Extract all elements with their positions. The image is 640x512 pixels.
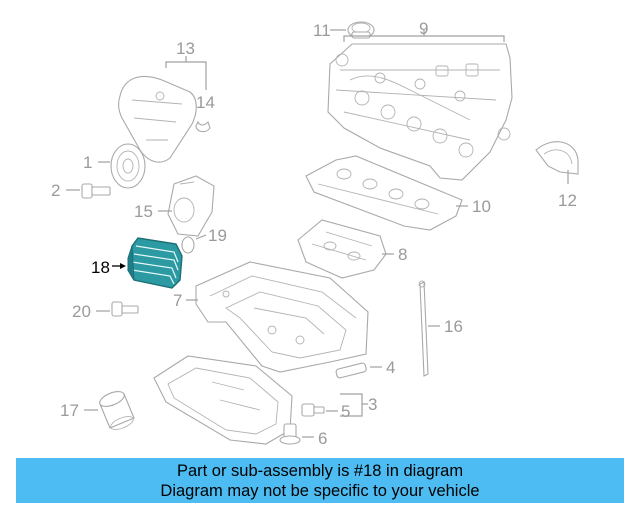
part-20-bolt[interactable]: [111, 301, 139, 317]
callout-18-highlighted: 18: [91, 258, 110, 277]
part-6-level-sensor[interactable]: [279, 423, 301, 445]
callout-5: 5: [341, 402, 350, 421]
callout-17: 17: [60, 401, 79, 420]
callout-2: 2: [51, 181, 60, 200]
part-15-crank-seal[interactable]: [167, 175, 215, 237]
banner-line-disclaimer: Diagram may not be specific to your vehi…: [160, 481, 480, 500]
callout-9: 9: [419, 19, 428, 38]
part-2-pulley-bolt[interactable]: [81, 183, 111, 199]
part-9-cylinder-head-cover[interactable]: [327, 43, 513, 181]
info-banner: Part or sub-assembly is #18 in diagram D…: [16, 458, 624, 503]
part-1-crank-pulley[interactable]: [110, 143, 146, 189]
callout-10: 10: [472, 197, 491, 216]
part-16-dipstick[interactable]: [418, 280, 429, 377]
callout-19: 19: [208, 226, 227, 245]
callout-13: 13: [176, 39, 195, 58]
part-8-baffle[interactable]: [297, 219, 387, 279]
callout-6: 6: [318, 429, 327, 448]
callout-4: 4: [386, 358, 395, 377]
part-4-sensor[interactable]: [335, 362, 367, 379]
callout-11: 11: [313, 21, 331, 40]
callout-12: 12: [558, 191, 577, 210]
part-10-cover-gasket[interactable]: [305, 155, 463, 231]
part-7-upper-oil-pan[interactable]: [195, 261, 369, 373]
callout-16: 16: [444, 317, 463, 336]
part-17-oil-filter[interactable]: [98, 389, 135, 433]
part-14-cover-seal[interactable]: [195, 120, 211, 133]
part-13-timing-cover[interactable]: [118, 76, 197, 163]
callout-3: 3: [368, 395, 377, 414]
callout-15: 15: [134, 202, 153, 221]
callout-7: 7: [173, 291, 182, 310]
part-19-o-ring[interactable]: [181, 236, 195, 254]
part-12-rear-cover[interactable]: [535, 141, 579, 175]
callout-14: 14: [196, 93, 215, 112]
callout-8: 8: [398, 245, 407, 264]
part-5-drain-plug[interactable]: [301, 403, 325, 417]
banner-line-part: Part or sub-assembly is #18 in diagram: [176, 461, 464, 480]
part-18-oil-cooler[interactable]: [127, 237, 183, 289]
callout-1: 1: [83, 153, 92, 172]
callout-20: 20: [72, 302, 91, 321]
